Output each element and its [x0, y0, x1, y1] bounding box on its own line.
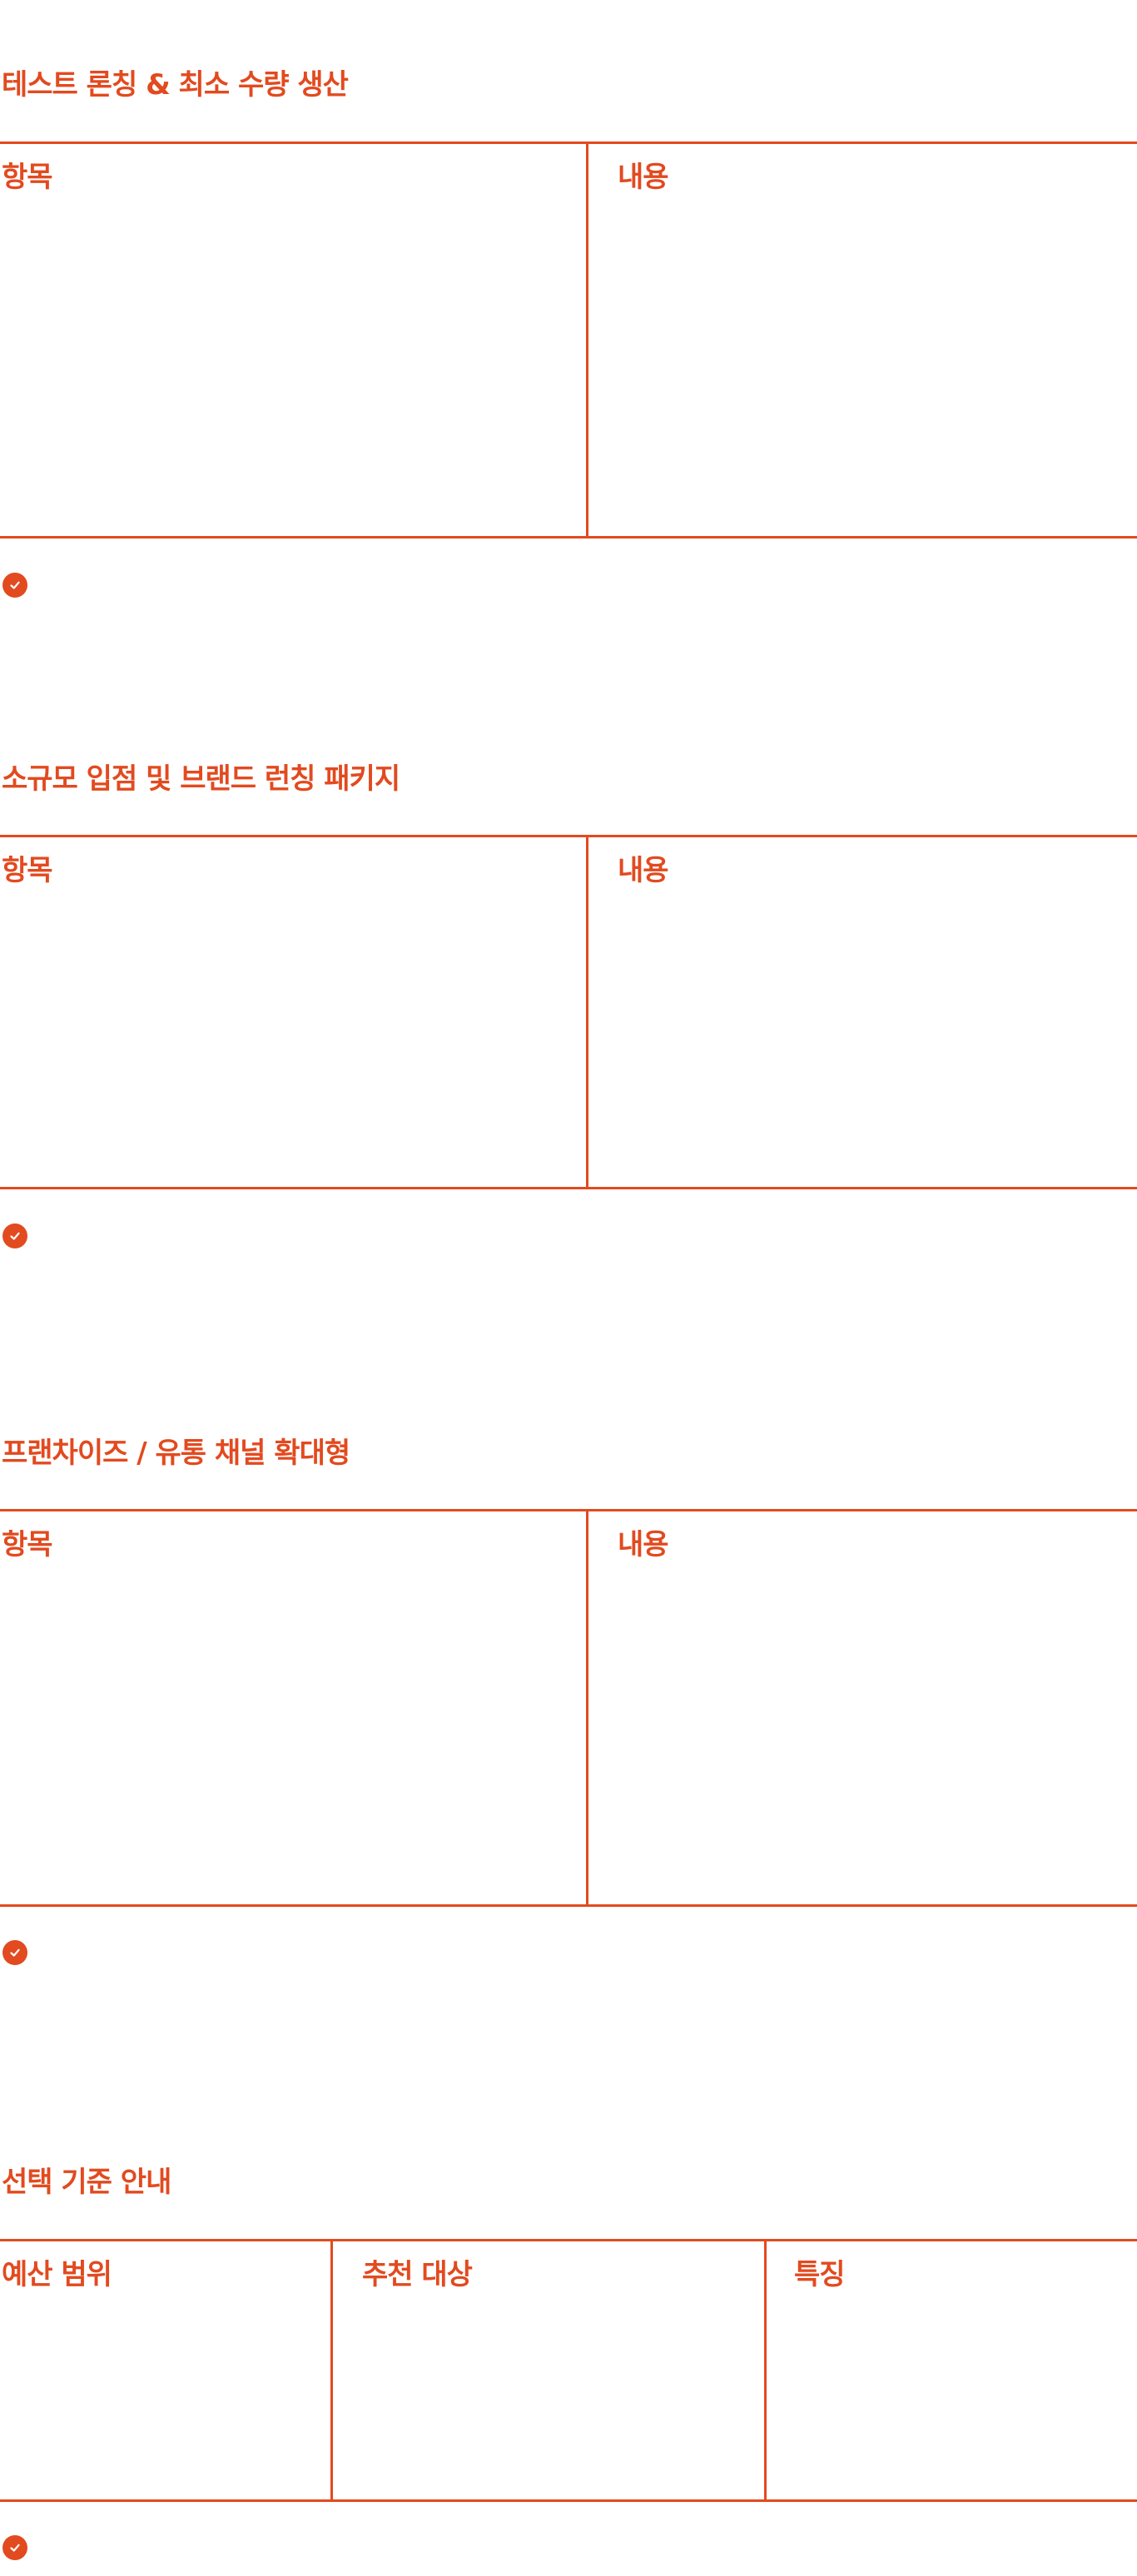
section-title: 소규모 입점 및 브랜드 런칭 패키지	[2, 762, 400, 796]
table-column: 항목	[0, 1511, 588, 1904]
column-header-content: 내용	[618, 161, 669, 194]
section-title: 테스트 론칭 & 최소 수량 생산	[2, 68, 349, 102]
check-circle-icon	[2, 2535, 27, 2560]
table-column: 항목	[0, 837, 588, 1187]
check-circle-icon	[2, 1940, 27, 1965]
table-column: 항목	[0, 144, 588, 536]
column-header-item: 항목	[2, 161, 53, 194]
table-column: 내용	[586, 837, 1137, 1187]
info-table: 항목 내용	[0, 141, 1137, 539]
table-column: 예산 범위	[0, 2241, 332, 2499]
section-title: 선택 기준 안내	[2, 2166, 171, 2199]
table-column: 특징	[764, 2241, 1137, 2499]
check-circle-icon	[2, 1223, 27, 1248]
column-header-item: 항목	[2, 854, 53, 887]
column-header-budget: 예산 범위	[2, 2258, 112, 2291]
column-header-content: 내용	[618, 854, 669, 887]
table-column: 내용	[586, 1511, 1137, 1904]
info-table: 항목 내용	[0, 1509, 1137, 1907]
column-header-feature: 특징	[794, 2258, 846, 2291]
table-column: 추천 대상	[330, 2241, 766, 2499]
check-circle-icon	[2, 573, 27, 598]
table-column: 내용	[586, 144, 1137, 536]
section-title: 프랜차이즈 / 유통 채널 확대형	[2, 1437, 350, 1470]
column-header-item: 항목	[2, 1528, 53, 1561]
guide-table: 예산 범위 추천 대상 특징	[0, 2239, 1137, 2502]
info-table: 항목 내용	[0, 835, 1137, 1189]
column-header-content: 내용	[618, 1528, 669, 1561]
column-header-target: 추천 대상	[362, 2258, 473, 2291]
